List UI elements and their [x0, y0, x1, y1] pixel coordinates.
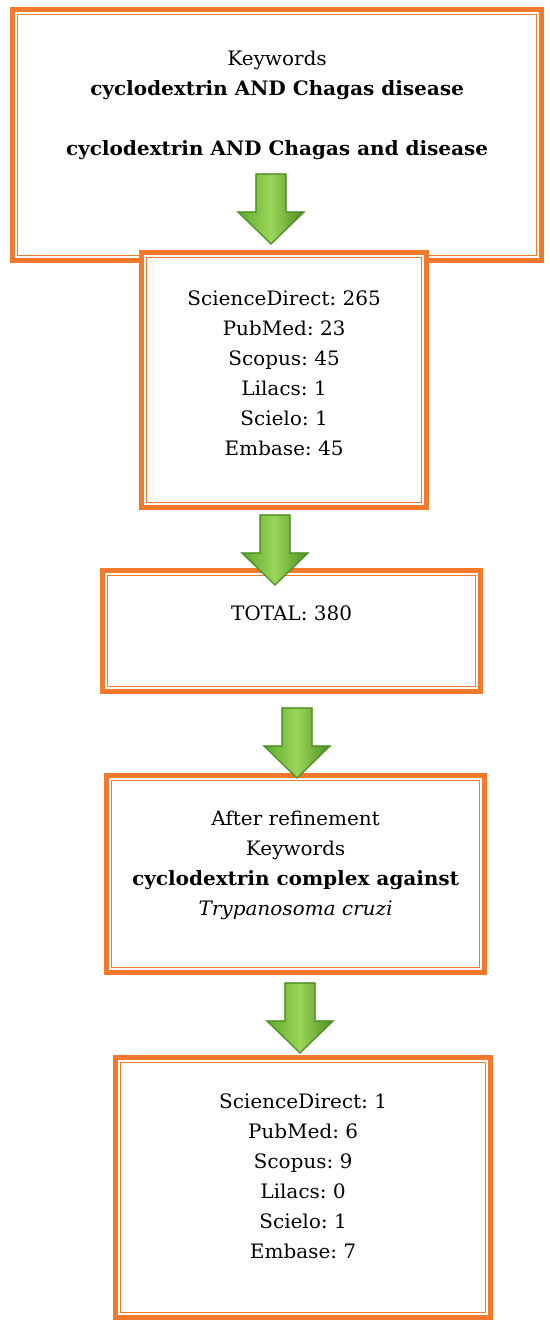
green-down-arrow-icon [265, 982, 335, 1055]
refined-result-pubmed: PubMed: 6 [247, 1119, 359, 1143]
total-box-inner: TOTAL: 380 [107, 575, 476, 687]
refined-result-scielo: Scielo: 1 [259, 1209, 347, 1233]
result-embase: Embase: 45 [224, 436, 344, 460]
result-pubmed: PubMed: 23 [222, 316, 346, 340]
refined-results-box: ScienceDirect: 1 PubMed: 6 Scopus: 9 Lil… [113, 1055, 493, 1320]
result-sciencedirect: ScienceDirect: 265 [187, 286, 381, 310]
refinement-keywords-label: Keywords [245, 836, 346, 860]
refinement-box-inner: After refinement Keywords cyclodextrin c… [111, 780, 480, 968]
refined-result-scopus: Scopus: 9 [253, 1149, 353, 1173]
refinement-box: After refinement Keywords cyclodextrin c… [104, 773, 487, 975]
result-scielo: Scielo: 1 [240, 406, 328, 430]
result-scopus: Scopus: 45 [228, 346, 340, 370]
refinement-query: cyclodextrin complex against [132, 866, 459, 890]
green-down-arrow-icon [236, 173, 306, 246]
green-down-arrow-icon [262, 707, 332, 780]
refined-results-box-inner: ScienceDirect: 1 PubMed: 6 Scopus: 9 Lil… [120, 1062, 486, 1313]
database-results-box: ScienceDirect: 265 PubMed: 23 Scopus: 45… [139, 250, 429, 510]
refined-result-lilacs: Lilacs: 0 [260, 1179, 346, 1203]
total-label: TOTAL: 380 [231, 601, 352, 625]
result-lilacs: Lilacs: 1 [241, 376, 327, 400]
refinement-organism: Trypanosoma cruzi [198, 896, 393, 920]
refined-result-sciencedirect: ScienceDirect: 1 [219, 1089, 387, 1113]
refinement-heading: After refinement [211, 806, 380, 830]
database-results-box-inner: ScienceDirect: 265 PubMed: 23 Scopus: 45… [146, 257, 422, 503]
total-box: TOTAL: 380 [100, 568, 483, 694]
keyword-query-1: cyclodextrin AND Chagas disease [90, 76, 464, 100]
refined-result-embase: Embase: 7 [249, 1239, 357, 1263]
keywords-heading: Keywords [227, 46, 327, 70]
keyword-query-2: cyclodextrin AND Chagas and disease [65, 136, 489, 160]
green-down-arrow-icon [240, 514, 310, 587]
